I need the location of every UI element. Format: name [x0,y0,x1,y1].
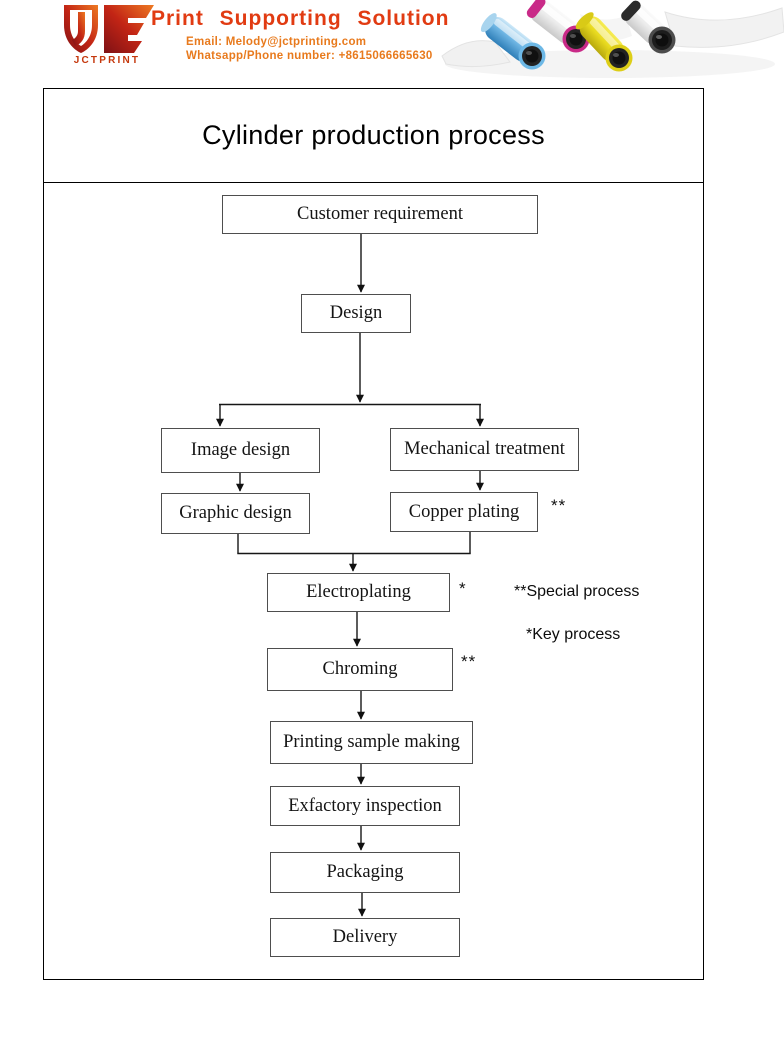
flow-node-chroming: Chroming [267,648,453,691]
paper-sheet [441,40,511,68]
title-row: Cylinder production process [44,89,703,183]
marker-chroming: ** [461,652,477,671]
flow-node-printing-sample-making: Printing sample making [270,721,473,764]
flow-node-exfactory-inspection: Exfactory inspection [270,786,460,826]
flow-node-image-design: Image design [161,428,320,473]
legend-key-process: *Key process [526,626,621,643]
cylinder-black [621,0,676,54]
cylinder-yellow [575,12,633,72]
marker-copper-plating: ** [551,496,567,515]
page-title: Cylinder production process [202,120,545,150]
jctprint-logo-icon [64,5,154,53]
flow-node-customer-requirement: Customer requirement [222,195,538,234]
cylinder-cyan [480,13,546,70]
flow-node-delivery: Delivery [270,918,460,957]
brand-title: Print Supporting Solution [151,7,450,30]
paper-sheet [664,7,784,48]
contact-block: Email: Melody@jctprinting.com Whatsapp/P… [186,36,433,63]
flow-node-electroplating: Electroplating [267,573,450,612]
flow-node-packaging: Packaging [270,852,460,893]
contact-email: Email: Melody@jctprinting.com [186,36,367,48]
contact-phone: Whatsapp/Phone number: +8615066665630 [186,49,433,62]
flow-node-mechanical-treatment: Mechanical treatment [390,428,579,471]
cylinder-magenta [526,0,590,53]
document-frame: Cylinder production process [43,88,704,980]
flow-node-design: Design [301,294,411,333]
logo-wordmark: JCTPRINT [73,55,141,66]
flow-node-copper-plating: Copper plating [390,492,538,532]
legend-special-process: **Special process [514,583,640,600]
marker-electroplating: * [459,579,467,598]
cmyk-cylinders-image [441,0,784,78]
flow-node-graphic-design: Graphic design [161,493,310,534]
